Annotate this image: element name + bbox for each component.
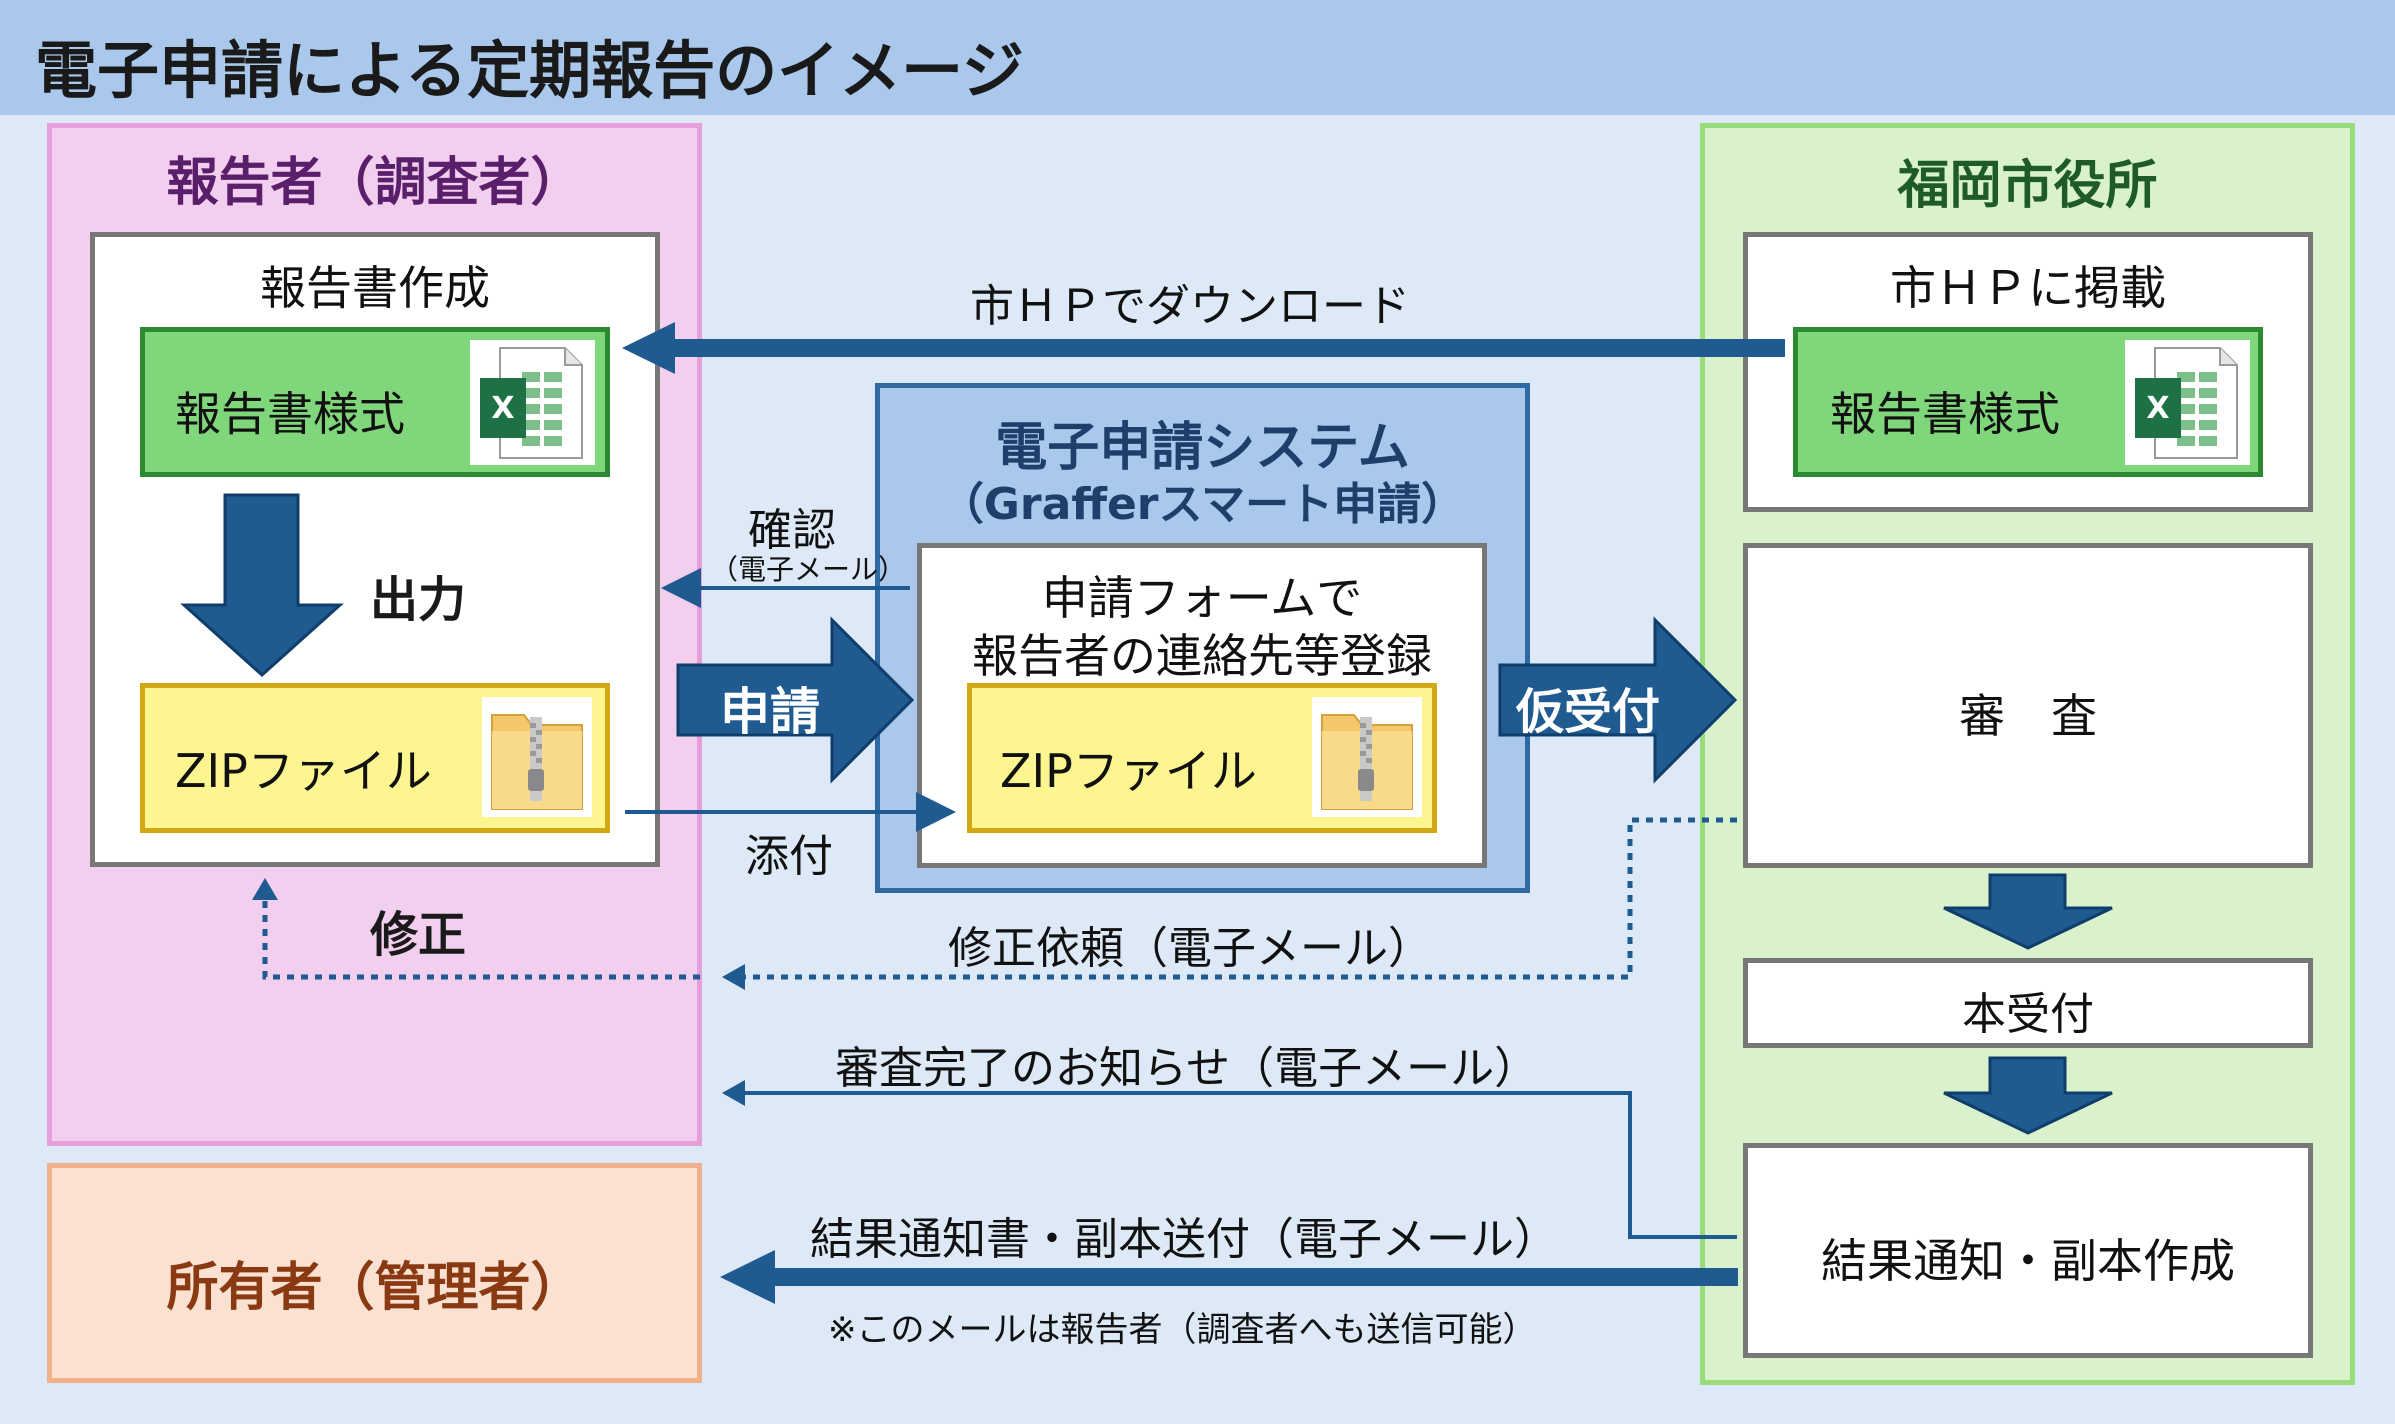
zip-folder-icon bbox=[1312, 697, 1422, 817]
result-send-label: 結果通知書・副本送付（電子メール） bbox=[810, 1214, 1558, 1265]
system-form-line2: 報告者の連絡先等登録 bbox=[972, 629, 1432, 683]
city-review-box bbox=[1743, 543, 2313, 868]
city-template-label: 報告書様式 bbox=[1830, 387, 2060, 441]
review-done-line bbox=[745, 1091, 1737, 1239]
city-review-label: 審 査 bbox=[1959, 689, 2097, 743]
download-arrow bbox=[622, 322, 1785, 374]
receipt-to-result-arrow bbox=[1943, 1056, 2113, 1135]
excel-file-icon: X bbox=[470, 340, 595, 465]
report-create-title: 報告書作成 bbox=[260, 261, 490, 315]
reporter-heading: 報告者（調査者） bbox=[166, 153, 583, 213]
fix-request-label: 修正依頼（電子メール） bbox=[948, 923, 1432, 974]
zip-folder-icon bbox=[482, 697, 592, 817]
city-heading: 福岡市役所 bbox=[1897, 156, 2158, 216]
fix-dotted-line bbox=[262, 900, 700, 980]
svg-text:X: X bbox=[491, 391, 514, 426]
result-note: ※このメールは報告者（調査者へも送信可能） bbox=[828, 1310, 1537, 1350]
review-done-label: 審査完了のお知らせ（電子メール） bbox=[835, 1043, 1539, 1094]
city-final-receipt-box bbox=[1743, 958, 2313, 1048]
title-bar bbox=[0, 0, 2395, 115]
attach-label: 添付 bbox=[745, 831, 833, 882]
fix-request-dotted-line bbox=[740, 817, 1737, 980]
system-zip-label: ZIPファイル bbox=[1000, 744, 1257, 798]
apply-arrow bbox=[676, 616, 915, 784]
confirm-sub-label: （電子メール） bbox=[710, 553, 907, 586]
city-result-box bbox=[1743, 1143, 2313, 1358]
page-title: 電子申請による定期報告のイメージ bbox=[35, 34, 1024, 107]
system-heading: 電子申請システム bbox=[995, 418, 1410, 478]
confirm-label: 確認 bbox=[748, 505, 836, 556]
fix-label: 修正 bbox=[370, 907, 467, 963]
svg-text:X: X bbox=[2146, 391, 2169, 426]
provisional-label: 仮受付 bbox=[1516, 684, 1661, 740]
apply-label: 申請 bbox=[720, 683, 820, 741]
system-subheading: （Grafferスマート申請） bbox=[939, 479, 1466, 530]
owner-panel bbox=[47, 1163, 702, 1383]
city-final-receipt-label: 本受付 bbox=[1962, 989, 2094, 1040]
city-result-label: 結果通知・副本作成 bbox=[1821, 1234, 2235, 1288]
reporter-template-label: 報告書様式 bbox=[175, 387, 405, 441]
provisional-arrow bbox=[1498, 616, 1738, 784]
excel-file-icon: X bbox=[2125, 340, 2250, 465]
output-down-arrow bbox=[180, 493, 344, 678]
system-form-line1: 申請フォームで bbox=[1041, 571, 1363, 625]
result-send-arrow bbox=[720, 1250, 1738, 1304]
owner-heading: 所有者（管理者） bbox=[166, 1258, 583, 1318]
review-to-receipt-arrow bbox=[1943, 873, 2113, 950]
download-label: 市ＨＰでダウンロード bbox=[970, 281, 1410, 332]
city-hp-title: 市ＨＰに掲載 bbox=[1890, 261, 2166, 315]
reporter-zip-label: ZIPファイル bbox=[175, 744, 432, 798]
output-label: 出力 bbox=[370, 572, 467, 628]
